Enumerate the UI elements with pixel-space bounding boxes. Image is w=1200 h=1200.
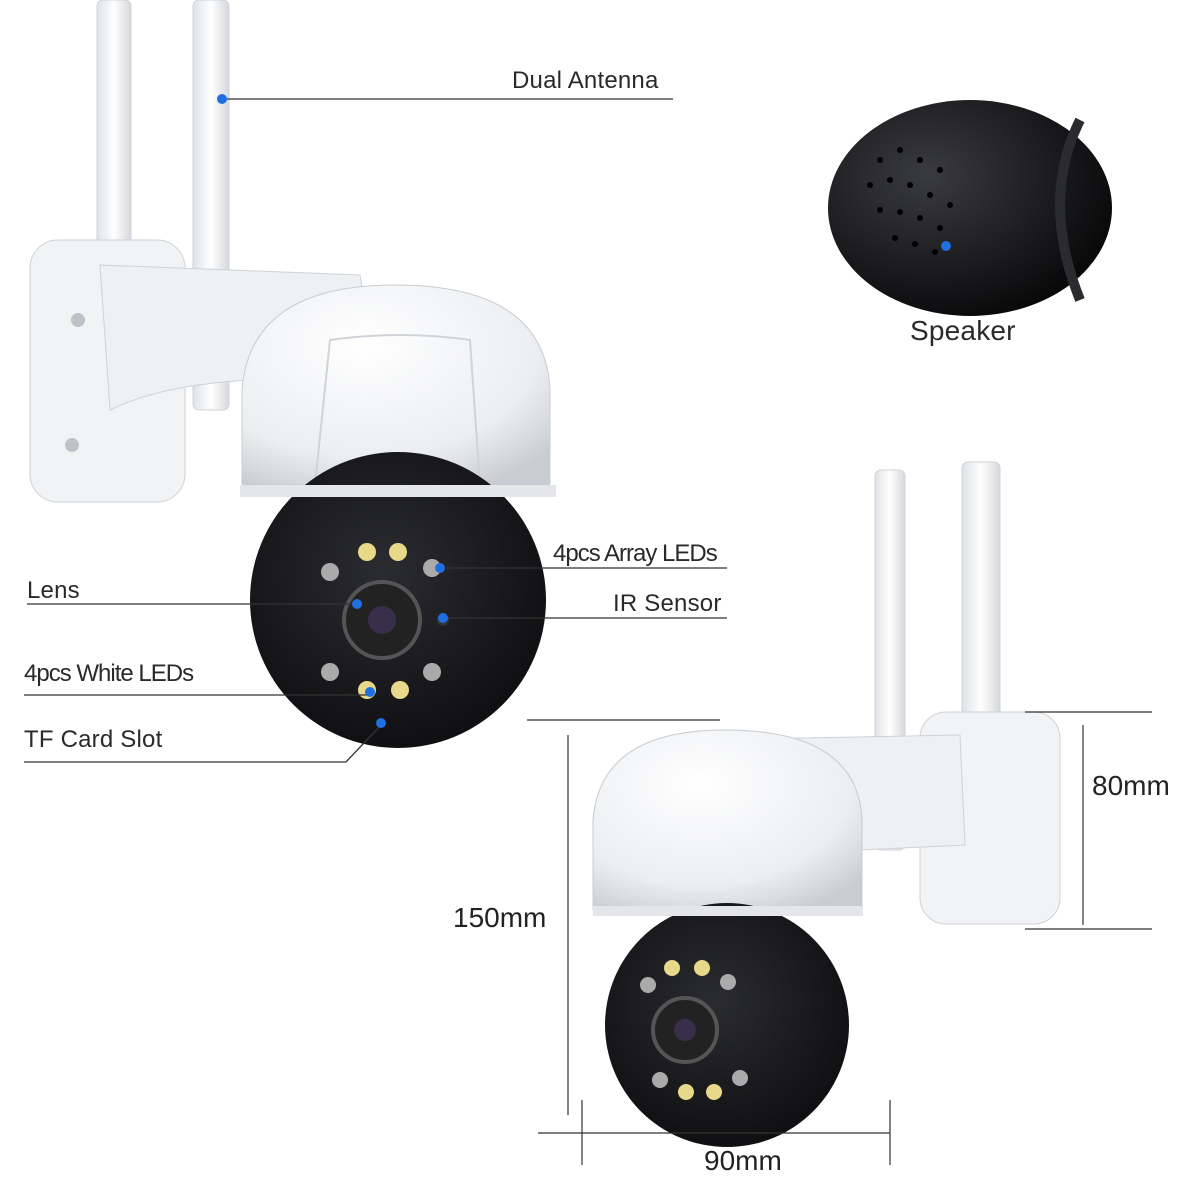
label-tf-card-slot: TF Card Slot: [24, 726, 163, 753]
dimension-lines: [527, 711, 1152, 1165]
label-lens: Lens: [27, 577, 80, 604]
led-ring: [321, 543, 441, 699]
speaker-closeup: [828, 100, 1112, 316]
label-dual-antenna: Dual Antenna: [512, 67, 659, 94]
label-speaker: Speaker: [910, 315, 1016, 346]
leader-lines: [24, 98, 727, 763]
led-ring: [640, 960, 748, 1100]
label-ir-sensor: IR Sensor: [613, 590, 722, 617]
camera-head: [605, 903, 849, 1147]
camera-dimension-view: [592, 461, 1061, 1147]
dimension-90mm: 90mm: [704, 1145, 782, 1176]
marker-dots: [217, 94, 951, 728]
dome-housing: [592, 729, 863, 911]
dimension-150mm: 150mm: [453, 902, 547, 933]
dimension-80mm: 80mm: [1092, 770, 1170, 801]
label-white-leds: 4pcs White LEDs: [24, 660, 194, 687]
camera-front-view: [29, 0, 556, 748]
dome-housing: [241, 284, 551, 486]
label-array-leds: 4pcs Array LEDs: [553, 540, 718, 567]
